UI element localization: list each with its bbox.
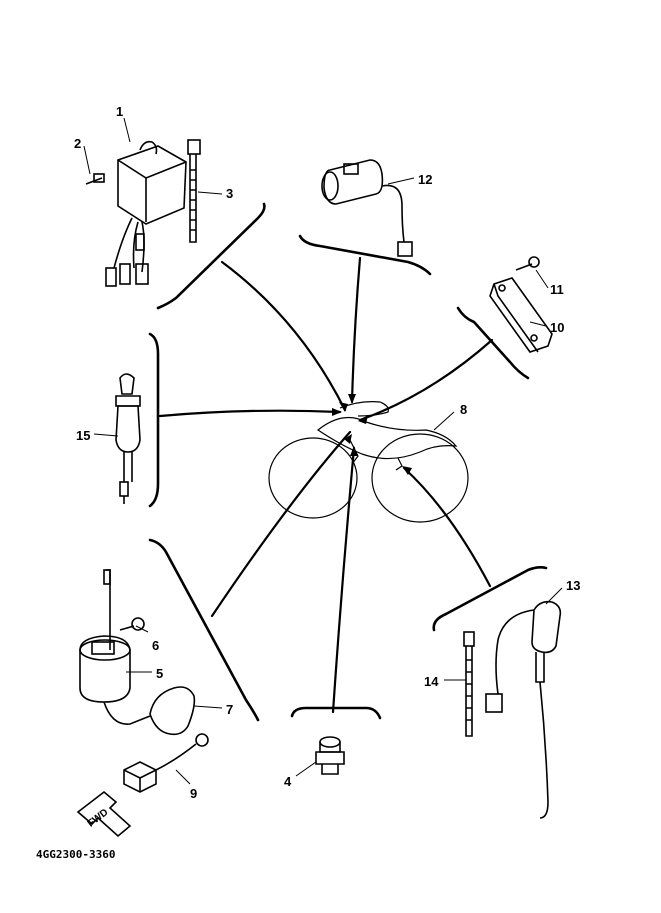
main-switch-part-15: [115, 373, 141, 504]
cable-band-part-14: [463, 631, 475, 737]
callout-14: 14: [424, 674, 439, 689]
callout-5: 5: [156, 666, 163, 681]
screw-part-11: [515, 256, 540, 271]
ignition-coil-part-5: [79, 569, 151, 725]
leader-lines: [158, 256, 494, 714]
callout-2: 2: [74, 136, 81, 151]
callout-7: 7: [226, 702, 233, 717]
cdi-unit-part: [105, 140, 187, 287]
callout-labels: 1 2 3 12 11 10 8 15 6 5 7 4 9 13 14: [74, 104, 580, 801]
callout-8: 8: [460, 402, 467, 417]
callout-leaders: [83, 117, 563, 785]
callout-3: 3: [226, 186, 233, 201]
callout-15: 15: [76, 428, 90, 443]
group-brackets: [148, 202, 548, 722]
cable-band-part-3: [187, 139, 201, 243]
front-direction-arrow: FWD: [76, 790, 132, 838]
arrow-heads: [332, 394, 412, 475]
callout-4: 4: [284, 774, 292, 789]
callout-1: 1: [116, 104, 123, 119]
sensor-part-13: [485, 600, 562, 819]
coupler-part-9: [123, 733, 209, 793]
callout-13: 13: [566, 578, 580, 593]
condenser-part-12: [321, 159, 413, 257]
callout-11: 11: [550, 282, 564, 297]
callout-9: 9: [190, 786, 197, 801]
part-code-label: 4GG2300-3360: [36, 848, 115, 861]
bolt-part-6: [119, 617, 145, 631]
callout-6: 6: [152, 638, 159, 653]
callout-10: 10: [550, 320, 564, 335]
callout-12: 12: [418, 172, 432, 187]
regulator-part-10: [489, 277, 553, 353]
plug-cap-part-7: [149, 686, 196, 736]
neutral-switch-part-4: [315, 736, 345, 775]
screw-part-2: [85, 173, 105, 185]
